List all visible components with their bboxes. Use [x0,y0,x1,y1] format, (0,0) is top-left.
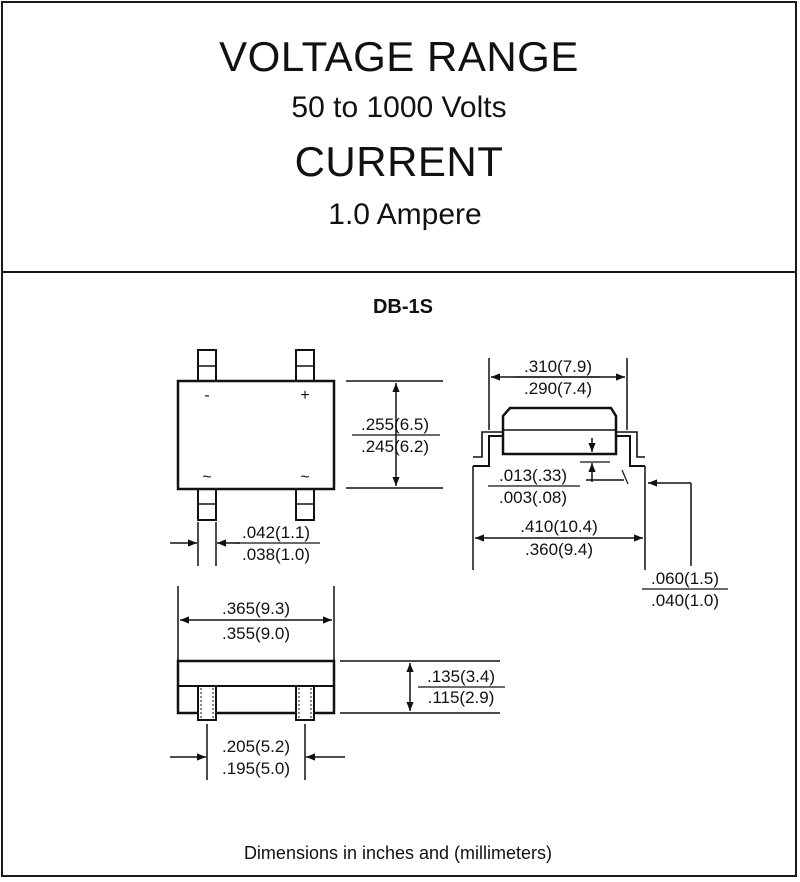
pin-ac2-label: ~ [300,469,309,486]
pin-minus-label: - [204,387,209,404]
dim-body-width-min: .290(7.4) [524,379,592,398]
pin-ac1-label: ~ [202,469,211,486]
dim-lead-thick-min: .003(.08) [499,488,567,507]
pin-plus-label: + [300,387,309,404]
dim-standoff-max: .060(1.5) [651,569,719,588]
dim-pitch-min: .195(5.0) [222,759,290,778]
dim-thickness-max: .135(3.4) [427,667,495,686]
lead-front-left [197,685,217,721]
dim-lead-width-max: .042(1.1) [242,523,310,542]
voltage-range-title: VOLTAGE RANGE [219,33,579,80]
package-name: DB-1S [373,296,433,318]
current-title: CURRENT [294,138,504,185]
package-body-side [501,406,618,456]
dim-body-width-max: .310(7.9) [524,357,592,376]
dim-length-max: .365(9.3) [222,599,290,618]
dim-pitch-max: .205(5.2) [222,737,290,756]
dim-lead-width-min: .038(1.0) [242,545,310,564]
dim-body-height-min: .245(6.2) [361,437,429,456]
dim-thickness-min: .115(2.9) [428,688,495,707]
side-view [472,358,692,570]
dim-lead-thick-max: .013(.33) [499,466,567,485]
dim-overall-width-max: .410(10.4) [520,517,598,536]
dimensions-footnote: Dimensions in inches and (millimeters) [244,843,552,863]
top-view [170,349,443,566]
front-view [170,586,500,780]
lead-front-right [295,685,315,721]
voltage-range-value: 50 to 1000 Volts [291,91,507,124]
dim-body-height-max: .255(6.5) [361,415,429,434]
current-value: 1.0 Ampere [328,198,482,231]
package-body-top [176,379,336,491]
dim-overall-width-min: .360(9.4) [525,540,593,559]
dim-standoff-min: .040(1.0) [651,591,719,610]
ratings-header: VOLTAGE RANGE 50 to 1000 Volts CURRENT 1… [3,3,795,273]
dim-length-min: .355(9.0) [222,624,290,643]
